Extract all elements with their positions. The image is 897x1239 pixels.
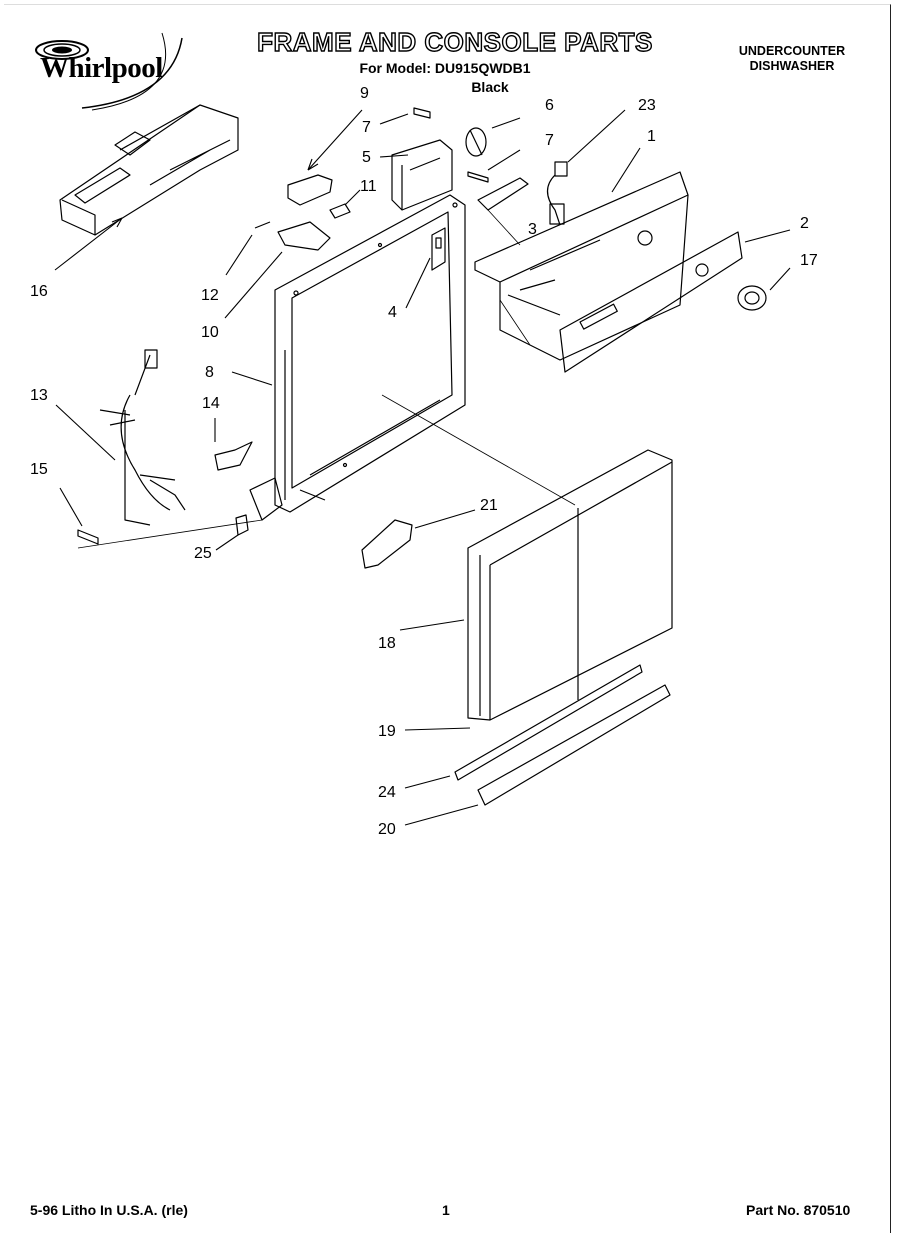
part-16-housing — [59, 104, 239, 236]
product-type: UNDERCOUNTER DISHWASHER — [712, 44, 872, 74]
part-23-connector — [546, 161, 568, 226]
part-6-knob — [465, 127, 487, 157]
callout-20: 20 — [378, 821, 396, 838]
callout-1: 1 — [647, 128, 656, 145]
callout-13: 13 — [30, 387, 48, 404]
part-17-knob — [737, 285, 767, 311]
callout-11: 11 — [360, 178, 377, 195]
part-13-wire-harness — [99, 349, 186, 526]
callout-2: 2 — [800, 215, 809, 232]
color-line: Black — [471, 79, 509, 95]
callout-4: 4 — [388, 304, 397, 321]
page-border — [4, 4, 891, 1233]
callout-19: 19 — [378, 723, 396, 740]
part-10-bracket — [277, 221, 331, 251]
part-20-bottom-trim — [477, 684, 671, 806]
callout-3: 3 — [528, 221, 537, 238]
footer-part-number: Part No. 870510 — [746, 1202, 851, 1218]
whirlpool-logo-icon — [35, 32, 183, 111]
callout-16: 16 — [30, 283, 48, 300]
callout-17: 17 — [800, 252, 818, 269]
part-7-screws — [413, 107, 489, 183]
footer-page-number: 1 — [442, 1202, 450, 1218]
part-25-clip — [235, 514, 249, 536]
callout-9: 9 — [360, 85, 369, 102]
part-15-screw — [77, 529, 99, 545]
part-11-clip — [329, 203, 351, 219]
callout-10: 10 — [201, 324, 219, 341]
part-24-trim-strip — [454, 664, 643, 781]
callout-24: 24 — [378, 784, 396, 801]
model-line: For Model: DU915QWDB1 — [359, 60, 531, 76]
product-type-line1: UNDERCOUNTER — [738, 44, 846, 58]
callout-14: 14 — [202, 395, 220, 412]
leader-lines — [54, 109, 791, 826]
part-9-bracket — [287, 174, 333, 206]
part-18-door-panel — [467, 449, 673, 721]
callout-8: 8 — [205, 364, 214, 381]
callout-21: 21 — [480, 497, 498, 514]
part-8-door-frame — [249, 194, 466, 521]
callout-18: 18 — [378, 635, 396, 652]
product-type-line2: DISHWASHER — [749, 59, 835, 73]
footer-litho: 5-96 Litho In U.S.A. (rle) — [30, 1202, 188, 1218]
callout-7b: 7 — [545, 132, 554, 149]
callout-7a: 7 — [362, 119, 371, 136]
callout-5: 5 — [362, 149, 371, 166]
part-5-switch-housing — [391, 139, 453, 211]
part-2-panel — [559, 231, 743, 373]
page-title: FRAME AND CONSOLE PARTS — [256, 26, 653, 57]
callout-15: 15 — [30, 461, 48, 478]
callout-6: 6 — [545, 97, 554, 114]
callout-25: 25 — [194, 545, 212, 562]
part-4-latch — [431, 227, 446, 271]
callout-labels: 1 2 3 4 5 6 7 7 8 9 10 11 12 13 14 15 16… — [30, 85, 818, 838]
part-14-switch — [214, 441, 253, 471]
part-1-console — [474, 171, 689, 361]
brand-name: Whirlpool — [40, 52, 163, 84]
part-3-switch-strip — [477, 177, 529, 211]
callout-12: 12 — [201, 287, 219, 304]
part-12-pin — [254, 221, 271, 229]
part-21-handle — [361, 519, 413, 569]
callout-23: 23 — [638, 97, 656, 114]
